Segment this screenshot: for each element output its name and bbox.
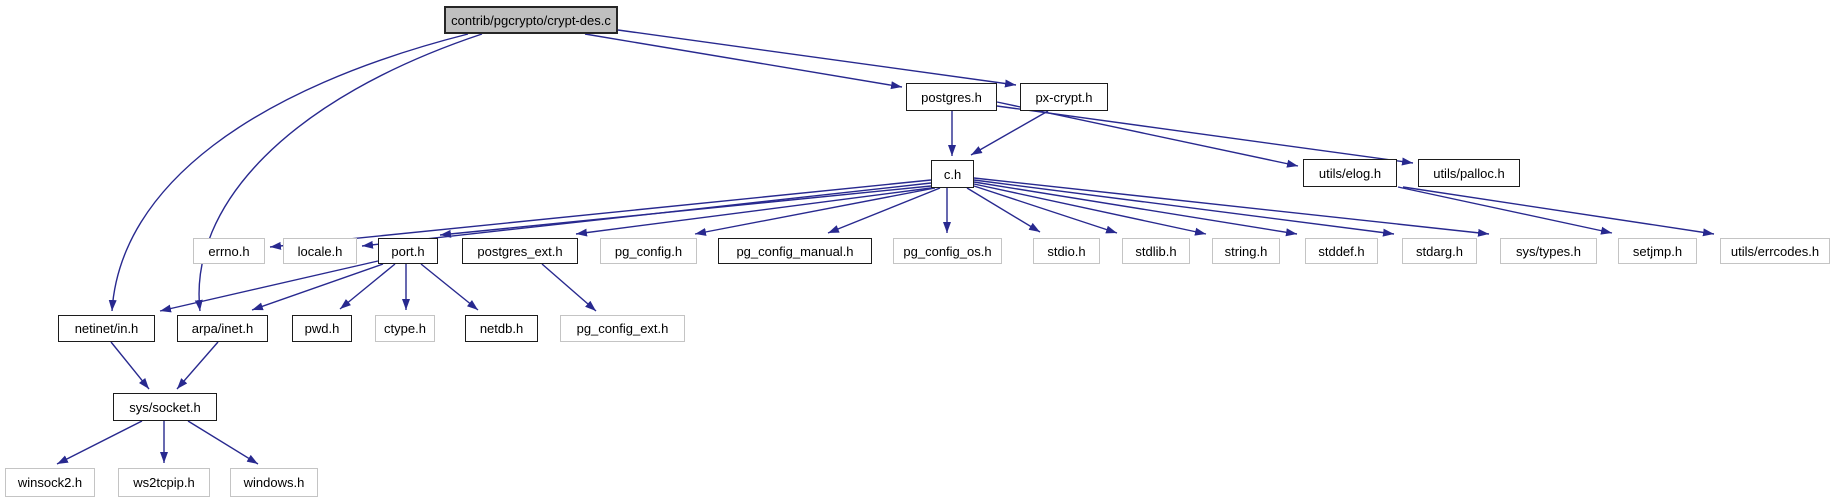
node-c-h[interactable]: c.h [931,160,974,188]
edge-port-h-to-pwd-h [339,263,396,310]
node-label: windows.h [243,475,305,490]
node-sys-socket-h[interactable]: sys/socket.h [113,393,217,421]
node-utils-errcodes-h: utils/errcodes.h [1720,238,1830,264]
node-label: sys/types.h [1515,243,1582,259]
node-label: pg_config.h [614,243,683,259]
edge-sys-socket-h-to-winsock2-h [56,420,143,465]
node-label: sys/socket.h [129,399,201,415]
node-stdio-h: stdio.h [1033,238,1100,264]
node-postgres-h[interactable]: postgres.h [906,83,997,111]
node-label: utils/palloc.h [1433,165,1505,181]
node-label: stdarg.h [1416,243,1463,259]
node-pg-config-h: pg_config.h [600,238,697,264]
node-label: pg_config_os.h [903,243,992,259]
edge-crypt-des-c-to-netinet-in-h [108,33,469,312]
edge-c-h-to-postgres-ext-h [575,187,932,237]
node-label: pg_config_ext.h [576,321,669,336]
node-label: ws2tcpip.h [133,475,195,490]
node-winsock2-h: winsock2.h [5,468,95,497]
node-label: c.h [943,166,962,182]
node-label: netdb.h [479,321,524,336]
node-label: winsock2.h [17,475,83,490]
node-pg-config-ext-h: pg_config_ext.h [560,315,685,342]
node-ctype-h: ctype.h [375,315,435,342]
node-label: pwd.h [304,321,340,336]
edge-px-crypt-h-to-c-h [970,110,1049,156]
node-label: stddef.h [1318,243,1365,259]
node-pg-config-manual-h[interactable]: pg_config_manual.h [718,238,872,264]
node-pwd-h[interactable]: pwd.h [292,315,352,342]
edge-netinet-in-h-to-sys-socket-h [110,341,150,390]
node-netinet-in-h[interactable]: netinet/in.h [58,315,155,342]
edge-c-h-to-port-h [439,185,932,238]
edge-c-h-to-stdio-h [966,187,1041,233]
edge-c-h-to-pg-config-h [694,187,936,236]
node-label: port.h [391,243,425,259]
node-label: postgres.h [921,89,982,105]
node-utils-elog-h[interactable]: utils/elog.h [1303,159,1397,187]
node-sys-types-h: sys/types.h [1500,238,1597,264]
edge-utils-elog-h-to-utils-errcodes-h [1402,186,1715,237]
edge-port-h-to-netinet-in-h [159,260,379,313]
node-label: px-crypt.h [1035,89,1093,105]
edge-port-h-to-arpa-inet-h [251,263,384,311]
node-label: utils/errcodes.h [1730,243,1820,259]
node-label: utils/elog.h [1318,165,1382,181]
edge-c-h-to-stddef-h [973,181,1298,237]
edge-crypt-des-c-to-arpa-inet-h [194,33,483,312]
node-label: stdlib.h [1135,243,1177,259]
edge-c-h-to-stdarg-h [973,179,1395,237]
edge-postgres-h-to-utils-palloc-h [996,105,1414,166]
node-label: string.h [1224,243,1268,259]
edge-port-h-to-netdb-h [420,263,479,311]
node-stdarg-h: stdarg.h [1402,238,1477,264]
edge-c-h-to-sys-types-h [973,177,1490,237]
edge-arpa-inet-h-to-sys-socket-h [176,341,219,390]
node-windows-h: windows.h [230,468,318,497]
node-label: pg_config_manual.h [736,243,854,259]
node-arpa-inet-h[interactable]: arpa/inet.h [177,315,268,342]
edge-utils-elog-h-to-setjmp-h [1397,186,1613,235]
node-label: postgres_ext.h [477,243,563,259]
node-utils-palloc-h[interactable]: utils/palloc.h [1418,159,1520,187]
node-label: arpa/inet.h [191,321,254,336]
edge-crypt-des-c-to-px-crypt-h [617,29,1017,88]
node-label: locale.h [297,243,343,259]
edge-c-h-to-pg-config-manual-h [827,187,941,234]
edge-postgres-ext-h-to-pg-config-ext-h [541,263,597,312]
node-string-h: string.h [1212,238,1280,264]
node-stdlib-h: stdlib.h [1122,238,1190,264]
node-crypt-des-c[interactable]: contrib/pgcrypto/crypt-des.c [444,6,618,34]
node-label: errno.h [208,243,250,259]
node-label: stdio.h [1047,243,1086,259]
node-postgres-ext-h[interactable]: postgres_ext.h [462,238,578,264]
node-port-h[interactable]: port.h [378,238,438,264]
node-px-crypt-h[interactable]: px-crypt.h [1020,83,1108,111]
edge-c-h-to-stdlib-h [973,185,1118,234]
edge-sys-socket-h-to-windows-h [187,420,259,465]
edge-c-h-to-string-h [973,183,1207,236]
node-label: netinet/in.h [74,321,139,336]
edge-c-h-to-errno-h [269,179,932,250]
node-label: setjmp.h [1632,243,1683,259]
node-errno-h: errno.h [193,238,265,264]
node-netdb-h[interactable]: netdb.h [465,315,538,342]
node-pg-config-os-h: pg_config_os.h [893,238,1002,264]
edge-crypt-des-c-to-postgres-h [584,33,903,90]
node-label: ctype.h [384,321,426,336]
node-stddef-h: stddef.h [1305,238,1378,264]
node-locale-h: locale.h [283,238,357,264]
node-setjmp-h: setjmp.h [1618,238,1697,264]
node-ws2tcpip-h: ws2tcpip.h [118,468,210,497]
node-label: contrib/pgcrypto/crypt-des.c [451,12,611,28]
